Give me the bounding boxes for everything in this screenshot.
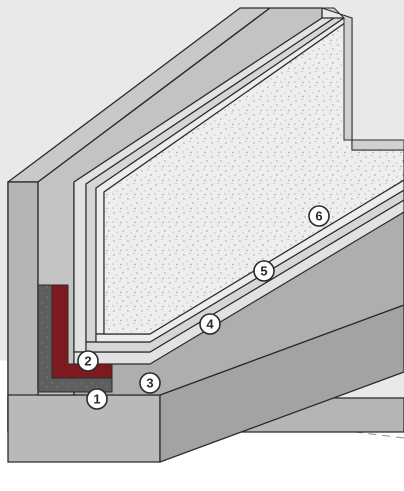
callout-4-label: 4 <box>206 317 214 332</box>
callout-3: 3 <box>139 372 161 394</box>
callout-2: 2 <box>77 350 99 372</box>
concrete-bottom-front <box>7 394 161 463</box>
callout-1-label: 1 <box>93 392 100 407</box>
callout-2-label: 2 <box>84 354 91 369</box>
callout-6-label: 6 <box>315 209 322 224</box>
callout-4: 4 <box>199 313 221 335</box>
callout-5-label: 5 <box>260 264 267 279</box>
back-shelf-step <box>321 7 404 151</box>
callout-5: 5 <box>253 260 275 282</box>
callout-1: 1 <box>86 388 108 410</box>
callout-3-label: 3 <box>146 376 153 391</box>
callout-6: 6 <box>308 205 330 227</box>
